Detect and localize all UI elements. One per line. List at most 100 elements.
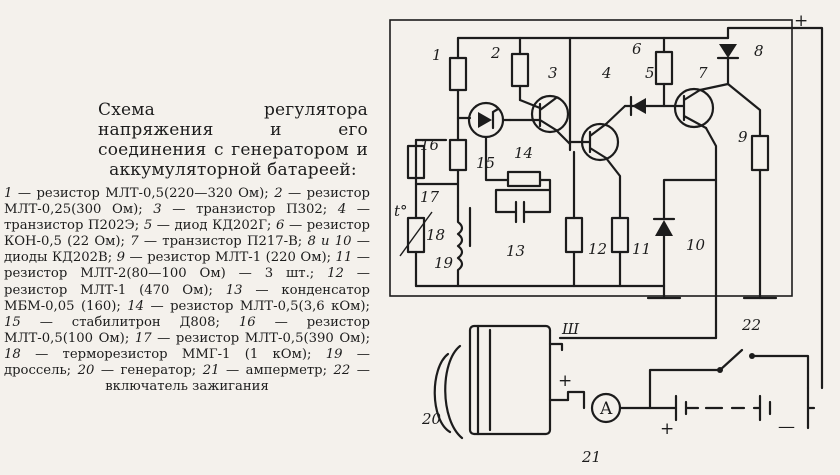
legend-text: — транзистор П202Э; [4,202,370,234]
legend-text: — дроссель; [4,346,370,379]
wire [662,178,718,288]
diode-8 [719,44,737,58]
label-10: 10 [686,236,706,254]
legend-number: 8 и 10 [307,234,352,250]
legend-number: 22 [333,363,351,379]
wire [456,116,512,122]
diode-10 [655,220,673,236]
legend-number: 12 [327,266,344,282]
label-6: 6 [632,40,642,58]
legend-text: — резистор МЛТ-0,25(300 Ом); [4,186,370,218]
label-13: 13 [506,242,525,260]
zener-diode-15-bar [491,107,500,130]
legend-number: 9 [116,250,126,266]
legend-text: — включатель зажигания [105,363,370,395]
label-16: 16 [420,136,440,154]
label-21: 21 [581,448,601,466]
generator-pulley [433,344,464,440]
legend-text: — транзистор П302; [161,202,338,218]
resistor-9 [750,134,770,172]
legend-number: 13 [225,282,243,298]
resistor-2 [510,52,530,88]
legend-number: 3 [153,202,162,218]
wire [554,128,572,146]
wire [604,156,622,220]
legend-number: 4 [337,202,347,218]
label-18: 18 [426,226,445,244]
capacitor-13 [514,200,526,224]
label-15: 15 [476,154,495,172]
legend-text: — генератор; [94,363,203,379]
legend-number: 2 [274,186,283,201]
legend-text: — резистор МЛТ-1 (220 Ом); [125,250,336,266]
label-11: 11 [632,240,651,258]
wire [572,250,622,288]
regulator-housing [389,19,793,297]
legend-number: 6 [275,218,285,234]
transistor-7 [673,87,715,129]
label-7: 7 [698,64,708,82]
wire [484,135,552,214]
battery-cell [674,394,700,422]
wire [698,82,730,92]
generator-terminals [548,342,570,402]
legend-text: — резистор МЛТ-2(80—100 Ом) — 3 шт.; [4,250,370,282]
resistor-1 [448,56,468,92]
transistor-7-leads [672,88,708,130]
transistor-3 [530,94,570,134]
ammeter-label: A [599,399,613,419]
switch-contact [717,367,723,373]
legend-text: — резистор МЛТ-1 (470 Ом); [4,266,370,298]
label-1: 1 [432,46,442,64]
label-4: 4 [601,64,612,82]
legend-text: — терморезистор ММГ-1 (1 кОм); [20,346,326,362]
thermistor-temp-mark: t° [394,202,408,220]
resistor-6 [654,50,674,86]
legend-text: — резистор КОН-0,5 (22 Ом); [4,218,370,250]
legend-text: — резистор МЛТ-0,5(390 Ом); [151,330,371,346]
component-legend: 1 — резистор МЛТ-0,5(220—320 Ом); 2 — ре… [0,186,372,395]
resistor-16 [406,144,426,180]
legend-number: 19 [325,346,343,362]
generator-fins [476,324,492,436]
legend-number: 11 [335,250,353,266]
wire [566,390,586,410]
label-20: 20 [421,410,442,428]
zener-diode-15-triangle [478,112,492,128]
label-8: 8 [754,42,764,60]
legend-number: 18 [4,346,21,362]
legend-text: — стабилитрон Д808; [20,314,239,330]
battery-negative [806,386,816,430]
legend-number: 7 [130,234,139,250]
plus-generator-label: + [558,371,572,391]
choke-19 [456,204,464,288]
label-2: 2 [490,44,501,62]
legend-text: — резистор МЛТ-0,5(100 Ом); [4,314,370,346]
resistor-12 [564,216,584,254]
minus-battery-label: — [778,417,795,437]
ignition-switch-22 [648,348,810,410]
switch-contact [749,353,755,359]
plus-battery-label: + [660,419,674,439]
generator-20 [468,324,552,436]
legend-number: 15 [4,314,21,330]
legend-text: — диод КД202Г; [152,218,276,234]
plus-top-label: + [794,11,808,31]
figure-caption-title: Схема регулятора напряжения и его соедин… [98,100,368,180]
resistor-17 [448,138,468,172]
label-22: 22 [741,316,761,334]
legend-text: — резистор МЛТ-0,5(220—320 Ом); [12,186,275,201]
legend-text: — амперметр; [219,363,334,379]
legend-text: — диоды КД202В; [4,234,370,266]
legend-number: 14 [127,298,145,314]
label-9: 9 [738,128,748,146]
transistor-4-leads [568,122,608,160]
diode-5 [632,98,646,114]
legend-text: — конденсатор МБМ-0,05 (160); [4,282,370,314]
wire [604,104,627,126]
label-5: 5 [645,64,655,82]
caption-column: Схема регулятора напряжения и его соедин… [0,100,372,395]
resistor-11 [610,216,630,254]
label-12: 12 [588,240,607,258]
